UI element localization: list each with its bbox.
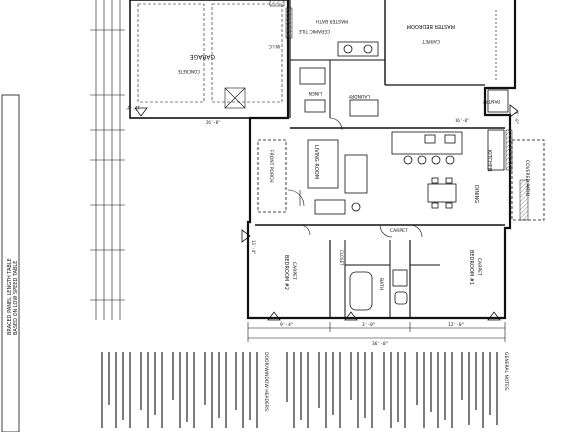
- living-room-label: LIVING ROOM: [313, 145, 319, 179]
- master-bath-area: [299, 41, 379, 117]
- dim-5: 6'-0": [514, 112, 519, 124]
- dim-4: 13'-4": [251, 240, 256, 254]
- garage-label: GARAGE: [190, 53, 215, 60]
- garage-floor-label: CONCRETE: [178, 69, 200, 74]
- dim-3: 11'-4": [126, 105, 140, 110]
- dim-2: 16'-0": [455, 118, 469, 123]
- linen-label: LINEN: [309, 90, 322, 96]
- master-bedroom-label: MASTER BEDROOM: [407, 23, 455, 29]
- bedroom-2-floor-label: CARPET: [291, 262, 297, 280]
- master-bath-tile-label: CERAMIC TILE: [299, 28, 330, 34]
- kitchen-area: [391, 89, 509, 171]
- header-notes-heading: DOOR/WINDOW HEADERS:: [263, 352, 269, 412]
- living-room-furniture: [307, 139, 368, 215]
- closet-label: CLOSET: [339, 250, 344, 266]
- bedroom-1-floor-label: CARPET: [476, 258, 482, 276]
- dining-table: [427, 177, 457, 209]
- pantry-label: PANTRY: [483, 98, 500, 104]
- covered-patio-label: COVERED PATIO: [524, 160, 530, 197]
- section-markers: [134, 104, 519, 321]
- dim-bottom-2: 3'-0": [362, 322, 376, 328]
- dining-label: DINING: [473, 185, 479, 203]
- master-bedroom-floor-label: CARPET: [422, 38, 440, 44]
- side-note-line1: BRACED PANEL LENGTH TABLE: [7, 258, 13, 335]
- bath-label: BATH: [378, 278, 384, 290]
- covered-patio-outline: [511, 139, 545, 221]
- side-note-box: BRACED PANEL LENGTH TABLE BASED ON LOW S…: [1, 94, 20, 432]
- master-bath-label: MASTER BATH: [316, 18, 348, 24]
- house-walls: [246, 0, 517, 320]
- dim-overall: 36'-0": [372, 341, 388, 347]
- bedroom-1-label: BEDROOM #1: [468, 250, 474, 285]
- front-porch-label: FRONT PORCH: [268, 150, 274, 183]
- dim-1: 26'-8": [206, 120, 220, 125]
- bath-fixtures: [349, 269, 408, 311]
- hall-carpet-label: CARPET: [390, 228, 408, 234]
- side-note-line2: BASED ON LOW SPEED TABLE: [13, 261, 19, 335]
- garage-area: GARAGE CONCRETE: [129, 0, 289, 119]
- wic-label: W.I.C.: [267, 43, 280, 49]
- general-notes-block: GENERAL NOTES:: [286, 352, 509, 428]
- door-swings: [287, 117, 423, 238]
- dimension-lines: [90, 0, 125, 320]
- header-notes-block: DOOR/WINDOW HEADERS:: [101, 352, 269, 428]
- dim-bottom-3: 12'-0": [448, 322, 464, 328]
- wall-hatching: [269, 0, 529, 221]
- laundry-label: LAUNDRY: [348, 93, 370, 99]
- kitchen-label: KITCHEN: [486, 150, 492, 172]
- dim-bottom-1: 9'-4": [280, 322, 294, 328]
- general-notes-heading: GENERAL NOTES:: [503, 352, 509, 391]
- bottom-dimensions: [247, 322, 506, 342]
- bedroom-2-label: BEDROOM #2: [283, 255, 289, 290]
